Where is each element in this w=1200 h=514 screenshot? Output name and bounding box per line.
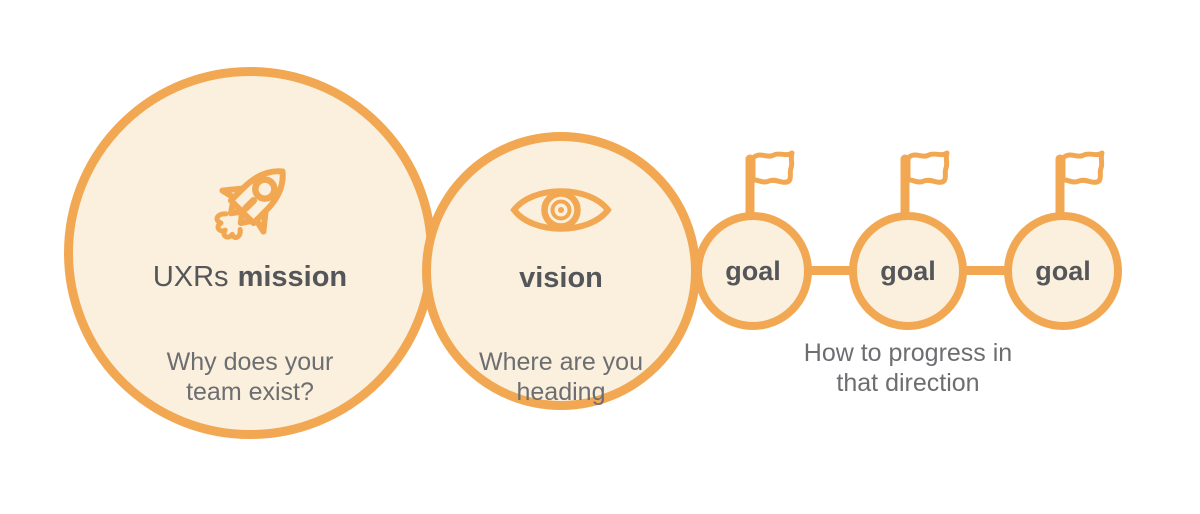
vision-title-text: vision — [519, 262, 603, 294]
mission-title-bold: mission — [237, 261, 348, 293]
mission-circle: UXRs mission Why does your team exist? — [64, 67, 436, 439]
mission-title: UXRs mission — [73, 262, 427, 292]
goal-label: goal — [1035, 255, 1091, 286]
mission-title-regular: UXRs — [152, 261, 229, 293]
goal-connector — [806, 266, 854, 275]
vision-circle: vision Where are you heading — [422, 132, 700, 410]
goal-circle-3: goal — [1004, 212, 1122, 330]
eye-icon — [510, 188, 612, 232]
vision-title: vision — [431, 263, 691, 293]
goal-label: goal — [725, 255, 781, 286]
goal-connector — [961, 266, 1009, 275]
goal-circle-2: goal — [849, 212, 967, 330]
goal-label: goal — [880, 255, 936, 286]
goal-circle-1: goal — [694, 212, 812, 330]
goals-caption: How to progress in that direction — [803, 339, 1013, 397]
vision-subtitle: Where are you heading — [479, 348, 643, 406]
mission-subtitle: Why does your team exist? — [166, 348, 334, 406]
rocket-icon — [214, 168, 286, 240]
